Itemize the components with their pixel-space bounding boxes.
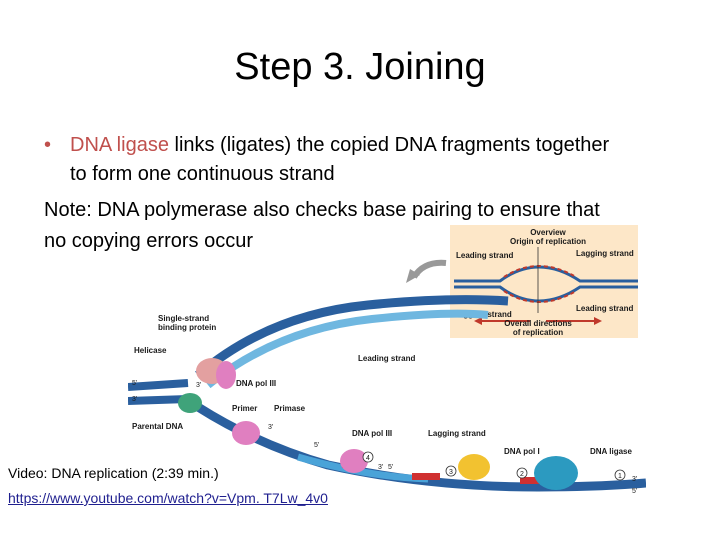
ssb-label-2: binding protein xyxy=(158,323,216,332)
leading-template-strand xyxy=(195,295,509,379)
inset-right-arrow-head xyxy=(594,317,602,325)
dna-ligase-protein xyxy=(534,456,578,490)
zoom-arrow-head xyxy=(406,269,420,283)
dna-pol-i-label: DNA pol I xyxy=(504,447,540,456)
primase-protein xyxy=(232,421,260,445)
parental-strand-top xyxy=(128,379,189,391)
overview-inset: Overview Origin of replication Leading s… xyxy=(450,225,638,338)
dna-pol-iii-leading xyxy=(216,361,236,389)
parental-strand-bottom xyxy=(128,395,189,405)
parental-dna-label: Parental DNA xyxy=(132,422,183,431)
five-prime-label: 5' xyxy=(314,442,319,449)
five-prime-label: 5' xyxy=(632,488,637,495)
leading-new-strand xyxy=(205,309,489,389)
ssb-label-1: Single-strand xyxy=(158,314,209,323)
inset-directions-label-2: of replication xyxy=(513,328,563,337)
three-prime-label: 3' xyxy=(196,382,201,389)
five-prime-label: 5' xyxy=(132,380,137,387)
inset-overview-label: Overview xyxy=(530,228,566,237)
step-circle xyxy=(614,469,626,481)
bullet-rest: links (ligates) the copied DNA fragments… xyxy=(168,134,610,156)
step-circle xyxy=(362,451,374,463)
dna-pol-iii-label: DNA pol III xyxy=(352,429,392,438)
lagging-strand-label: Lagging strand xyxy=(428,429,486,438)
inset-top-new-strand xyxy=(503,265,577,278)
dna-pol-iii-lagging xyxy=(340,449,368,473)
inset-directions-label-1: Overall directions xyxy=(504,319,572,328)
step-number: 4 xyxy=(366,455,370,462)
step-circle xyxy=(516,467,528,479)
bullet-marker: • xyxy=(44,134,52,156)
note-line-2: no copying errors occur xyxy=(44,230,253,252)
step-number: 2 xyxy=(520,471,524,478)
three-prime-label: 3' xyxy=(268,424,273,431)
step-circle xyxy=(445,465,457,477)
dna-pol-i-protein xyxy=(458,454,490,480)
helicase-label: Helicase xyxy=(134,346,167,355)
primer-label: Primer xyxy=(232,404,257,413)
five-prime-label: 5' xyxy=(388,464,393,471)
video-link[interactable]: https://www.youtube.com/watch?v=Vpm. T7L… xyxy=(8,489,328,507)
inset-left-arrow-head xyxy=(474,317,482,325)
three-prime-label: 3' xyxy=(378,464,383,471)
video-caption: Video: DNA replication (2:39 min.) xyxy=(8,464,219,482)
dna-pol-iii-label: DNA pol III xyxy=(236,379,276,388)
inset-leading-label: Leading strand xyxy=(456,251,513,260)
inset-bottom-new-strand xyxy=(503,290,577,303)
inset-lagging-label: Lagging strand xyxy=(576,249,634,258)
three-prime-label: 3' xyxy=(632,476,637,483)
bullet-text: • DNA ligase links (ligates) the copied D… xyxy=(44,131,684,159)
step-number: 3 xyxy=(449,469,453,476)
replication-diagram: Overview Origin of replication Leading s… xyxy=(128,225,646,495)
three-prime-label: 3' xyxy=(132,396,137,403)
highlight-term: DNA ligase xyxy=(70,134,169,156)
inset-origin-label: Origin of replication xyxy=(510,237,586,246)
primase-label: Primase xyxy=(274,404,306,413)
okazaki-fragment xyxy=(412,473,440,480)
ssb-protein xyxy=(178,393,202,413)
step-number: 1 xyxy=(618,473,622,480)
slide-title: Step 3. Joining xyxy=(234,46,486,88)
inset-leading-label-2: Leading strand xyxy=(576,304,633,313)
bullet-continuation: to form one continuous strand xyxy=(70,163,335,185)
note-line-1: Note: DNA polymerase also checks base pa… xyxy=(44,199,600,221)
leading-strand-label: Leading strand xyxy=(358,354,415,363)
dna-ligase-label: DNA ligase xyxy=(590,447,632,456)
okazaki-fragment xyxy=(520,477,542,484)
